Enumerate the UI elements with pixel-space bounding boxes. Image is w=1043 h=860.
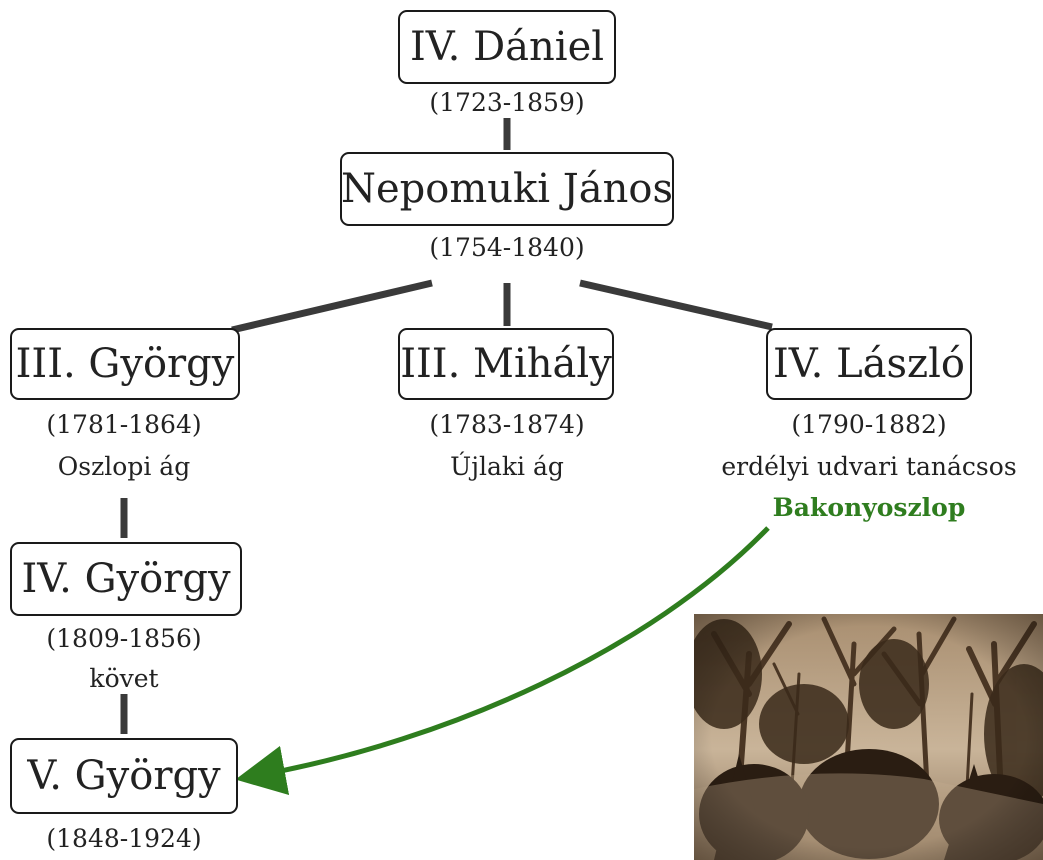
connector-janos-gyorgy3 bbox=[231, 279, 433, 334]
park-photo-image bbox=[694, 614, 1043, 860]
node-iv-daniel-name: IV. Dániel bbox=[409, 24, 605, 70]
node-iv-gyorgy-role: követ bbox=[89, 664, 159, 693]
node-iv-laszlo-title: erdélyi udvari tanácsos bbox=[721, 452, 1017, 481]
node-iv-daniel: IV. Dániel bbox=[398, 10, 616, 84]
node-iii-mihaly: III. Mihály bbox=[398, 328, 614, 400]
connector-janos-laszlo bbox=[579, 279, 773, 331]
node-nepomuki-janos-name: Nepomuki János bbox=[340, 166, 674, 212]
node-v-gyorgy: V. György bbox=[10, 738, 238, 814]
node-iv-gyorgy-years: (1809-1856) bbox=[46, 624, 202, 653]
node-iv-daniel-years: (1723-1859) bbox=[429, 88, 585, 117]
node-iii-mihaly-years: (1783-1874) bbox=[429, 410, 585, 439]
node-iv-laszlo: IV. László bbox=[766, 328, 972, 400]
node-iv-gyorgy-name: IV. György bbox=[21, 556, 231, 602]
node-iv-laszlo-place: Bakonyoszlop bbox=[772, 493, 966, 522]
node-iii-gyorgy-name: III. György bbox=[15, 341, 235, 387]
park-photo bbox=[694, 614, 1043, 860]
node-iii-mihaly-branch: Újlaki ág bbox=[450, 452, 564, 481]
node-iii-gyorgy: III. György bbox=[10, 328, 240, 400]
migration-arrow bbox=[235, 526, 770, 796]
node-nepomuki-janos-years: (1754-1840) bbox=[429, 233, 585, 262]
node-iii-gyorgy-branch: Oszlopi ág bbox=[57, 452, 191, 481]
node-v-gyorgy-name: V. György bbox=[27, 753, 221, 799]
node-v-gyorgy-years: (1848-1924) bbox=[46, 824, 202, 853]
node-iii-gyorgy-years: (1781-1864) bbox=[46, 410, 202, 439]
node-iv-laszlo-years: (1790-1882) bbox=[791, 410, 947, 439]
node-iii-mihaly-name: III. Mihály bbox=[400, 341, 612, 387]
node-iv-gyorgy: IV. György bbox=[10, 542, 242, 616]
node-nepomuki-janos: Nepomuki János bbox=[340, 152, 674, 226]
node-iv-laszlo-name: IV. László bbox=[772, 341, 965, 387]
